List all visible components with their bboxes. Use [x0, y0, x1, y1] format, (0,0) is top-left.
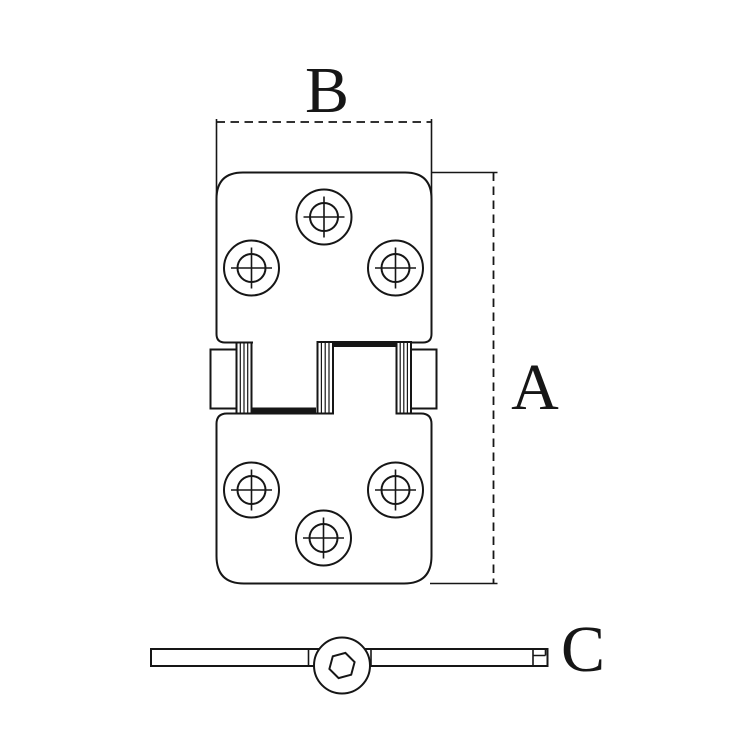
dimension-c: C	[561, 613, 605, 686]
outer-knuckle-right	[409, 348, 438, 410]
hex-socket-icon	[328, 651, 356, 680]
pivot-gap-bar-bottom	[252, 407, 316, 414]
screw-hole-top-right	[367, 239, 424, 297]
knuckle-barrel-middle	[316, 341, 334, 415]
dimension-c-label: C	[561, 613, 605, 686]
knuckle-barrel-left	[235, 341, 253, 415]
hinge-front-view	[209, 171, 438, 585]
screw-hole-top-middle	[295, 188, 353, 246]
edge-gap-top	[253, 339, 333, 345]
screw-hole-bottom-right	[367, 461, 424, 519]
bottom-leaf-plate	[215, 412, 433, 585]
side-view-end-step	[532, 649, 547, 666]
edge-gap-bottom	[334, 411, 396, 417]
screw-hole-top-left	[223, 239, 280, 297]
dimension-a: A	[430, 171, 559, 585]
knuckle-barrel-right	[395, 341, 412, 415]
pivot-gap-bar-top	[333, 341, 397, 347]
outer-knuckle-left	[209, 348, 238, 410]
screw-hole-bottom-left	[223, 461, 280, 519]
hinge-side-view	[150, 636, 549, 695]
dimension-b-label: B	[305, 54, 349, 127]
dimension-b: B	[215, 54, 433, 212]
screw-hole-bottom-middle	[295, 509, 352, 567]
dimension-a-label: A	[511, 351, 559, 424]
